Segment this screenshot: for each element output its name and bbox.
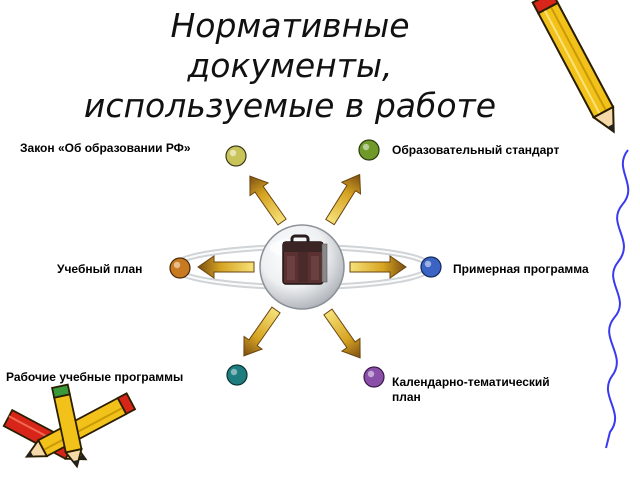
edge-wavy-line: [605, 149, 630, 449]
node-law: [225, 145, 247, 167]
node-standard: [358, 139, 380, 161]
arrow-to-curriculum: [197, 255, 255, 279]
pencil-icon-top-right: [531, 0, 615, 134]
node-sample-program: [420, 256, 442, 278]
pencil-icon-bottom-left-yellow: [24, 392, 137, 458]
arrow-to-sample-program: [349, 255, 407, 279]
slide-title-line-3: используемые в работе: [83, 86, 497, 125]
label-work-programs: Рабочие учебные программы: [6, 370, 184, 384]
node-work-programs: [226, 364, 248, 386]
pencil-icon-bottom-left-green: [51, 383, 83, 469]
label-calendar-plan-line-2: план: [392, 390, 421, 404]
node-calendar-plan: [363, 366, 385, 388]
arrow-to-law: [249, 175, 287, 226]
label-standard: Образовательный стандарт: [392, 143, 560, 157]
label-calendar-plan: Календарно-тематический план: [392, 375, 550, 405]
label-law: Закон «Об образовании РФ»: [20, 141, 191, 155]
node-curriculum: [169, 257, 191, 279]
label-curriculum: Учебный план: [57, 262, 143, 276]
label-calendar-plan-line-1: Календарно-тематический: [392, 375, 550, 389]
slide-title: Нормативные документы, используемые в ра…: [40, 6, 540, 126]
slide-title-line-2: документы,: [187, 46, 393, 85]
slide-title-line-1: Нормативные: [170, 6, 410, 45]
arrow-to-work-programs: [243, 306, 281, 357]
arrow-to-standard: [325, 173, 362, 226]
arrow-to-calendar-plan: [323, 308, 361, 359]
briefcase-icon: [282, 234, 328, 285]
label-sample-program: Примерная программа: [453, 262, 589, 276]
